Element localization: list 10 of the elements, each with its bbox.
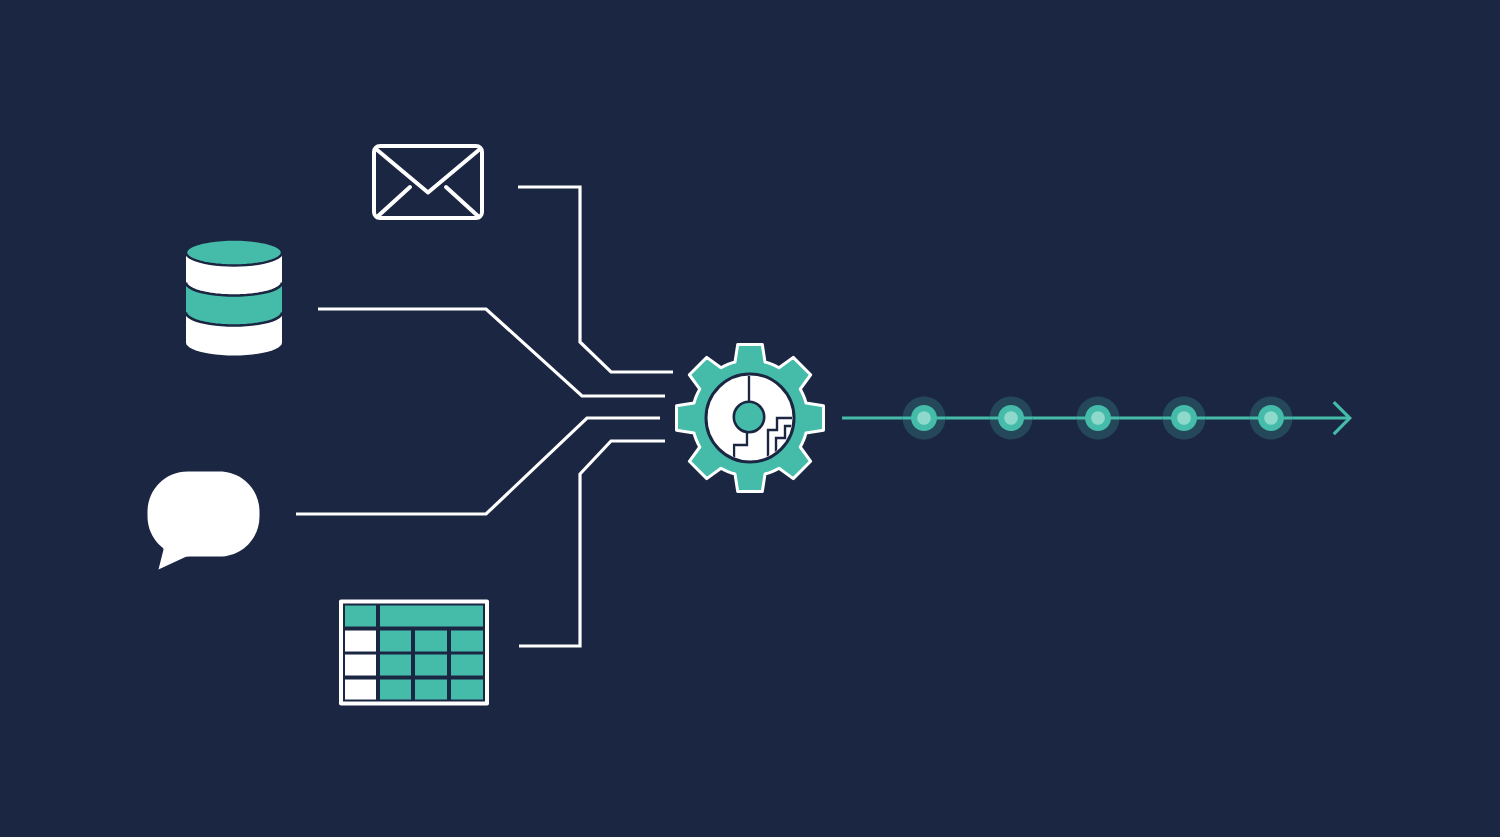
database-icon — [184, 238, 284, 356]
speech-bubble-icon — [147, 471, 260, 570]
connector-line — [519, 439, 665, 648]
connector-line — [296, 416, 660, 516]
gear-icon — [675, 343, 825, 493]
arrow — [842, 400, 1352, 436]
envelope-icon — [372, 144, 484, 220]
connector-line — [318, 307, 665, 398]
connector-line — [518, 185, 673, 374]
table-icon — [339, 599, 489, 706]
